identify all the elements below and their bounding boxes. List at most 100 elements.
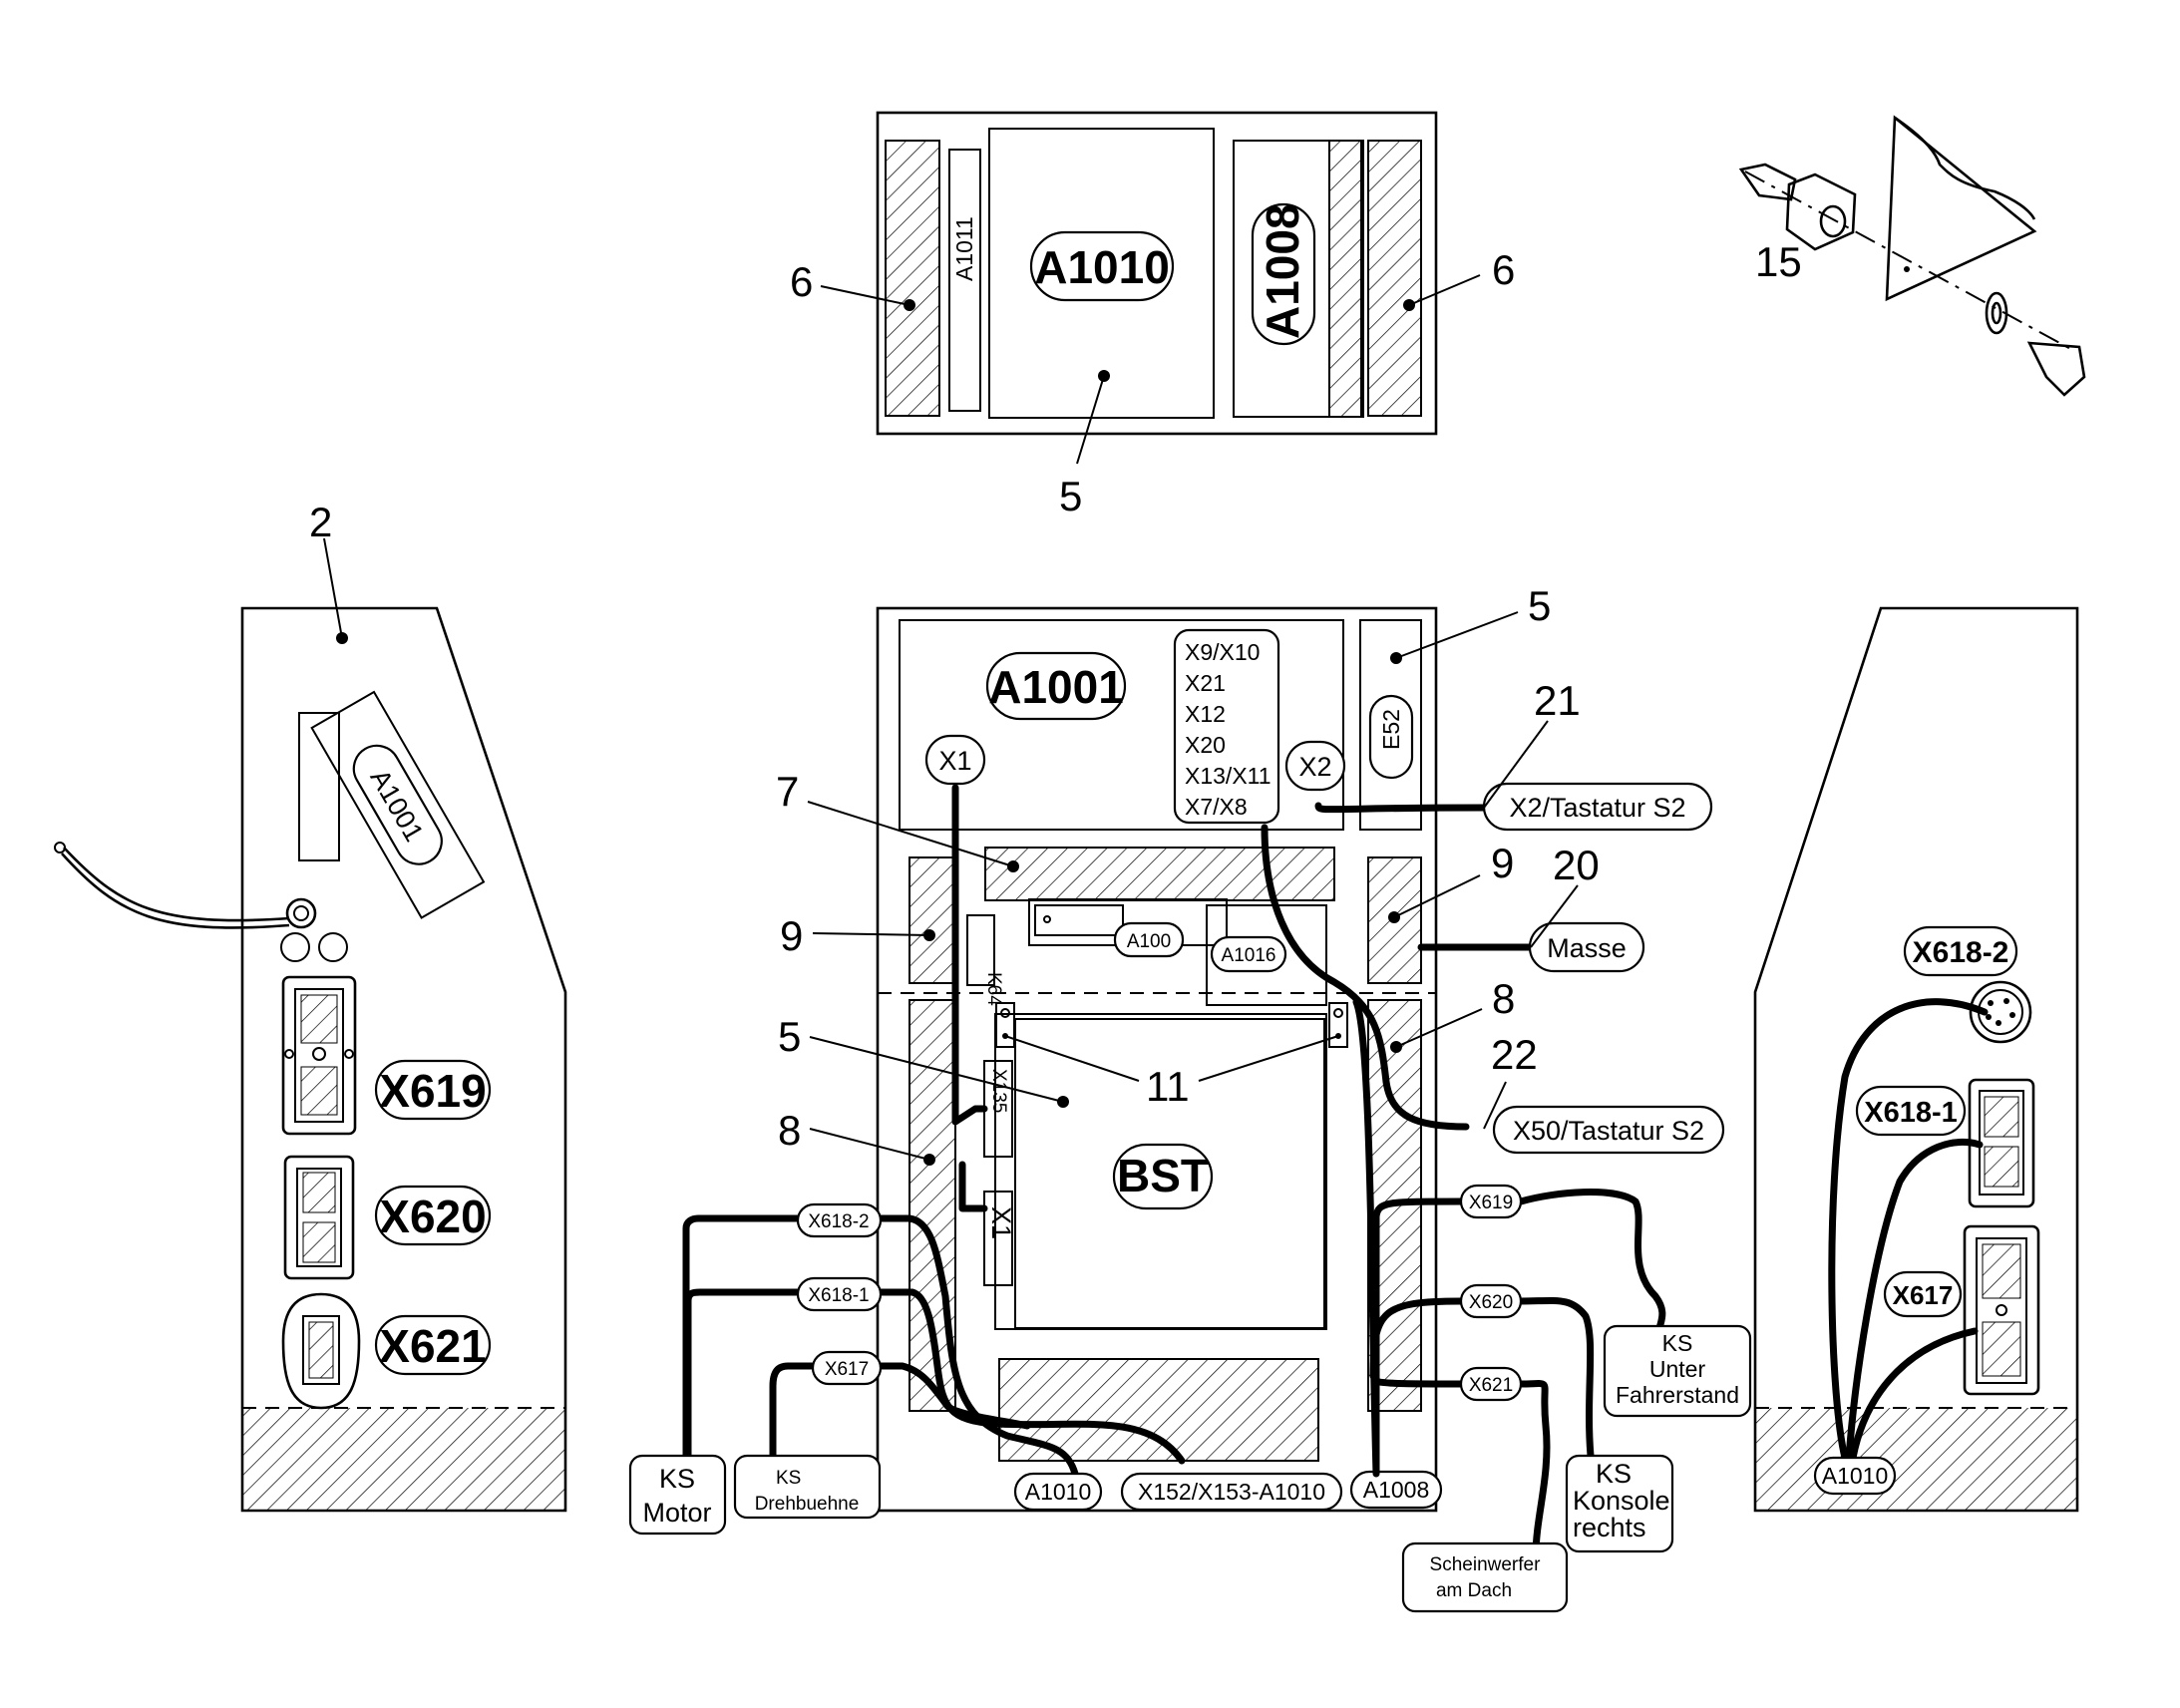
ks-unter-line1: KS (1662, 1330, 1693, 1356)
x2-label: X2 (1298, 752, 1331, 782)
right-a1010-label: A1010 (1822, 1463, 1889, 1489)
x135-label: X135 (988, 1069, 1009, 1113)
right-panel-hatch (1755, 1408, 2077, 1511)
x618-2-left-label: X618-2 (808, 1211, 869, 1232)
top-panel-frame (876, 111, 1438, 436)
item-8-right: 8 (1492, 975, 1515, 1022)
hatch-bottom (998, 1358, 1319, 1462)
masse-label: Masse (1547, 933, 1627, 963)
x1-side-label: X1 (986, 1206, 1016, 1239)
right-x617-label: X617 (1893, 1280, 1954, 1310)
bst-label: BST (1117, 1150, 1209, 1201)
x621-center-label: X621 (1469, 1375, 1513, 1396)
a100-label: A100 (1127, 931, 1171, 952)
item-22: 22 (1491, 1031, 1538, 1078)
ks-unter-line2: Unter (1649, 1356, 1706, 1382)
x152-x153-label: X152/X153-A1010 (1138, 1479, 1325, 1505)
x2-tastatur-label: X2/Tastatur S2 (1509, 793, 1685, 823)
top-panel-hatch-right (1367, 140, 1422, 417)
a1011-label: A1011 (951, 216, 977, 281)
item-21: 21 (1534, 677, 1581, 724)
conn-x7-x8: X7/X8 (1185, 794, 1248, 820)
item-7: 7 (776, 768, 799, 815)
scheinwerfer-line2: am Dach (1436, 1580, 1512, 1601)
scheinwerfer-line1: Scheinwerfer (1430, 1554, 1542, 1575)
x618-1-left-label: X618-1 (808, 1285, 869, 1306)
item-15: 15 (1755, 238, 1802, 285)
connector-list-box (1173, 628, 1280, 825)
ks-drehbuehne-line1: KS (776, 1468, 801, 1489)
center-panel: A1001 X9/X10 X21 X12 X20 X13/X11 X7/X8 X… (628, 582, 1752, 1613)
left-x620-label: X620 (379, 1191, 486, 1242)
item-9-right: 9 (1491, 840, 1514, 886)
ks-konsole-line2: Konsole (1573, 1486, 1670, 1516)
item-6-left: 6 (790, 258, 813, 305)
x617-left-label: X617 (825, 1359, 869, 1380)
item-5-right: 5 (1528, 582, 1551, 629)
a1016-label: A1016 (1222, 945, 1276, 966)
right-x618-2-label: X618-2 (1913, 936, 2009, 969)
conn-x21: X21 (1185, 670, 1226, 696)
ks-konsole-line1: KS (1596, 1459, 1632, 1489)
top-panel: A1011 A1010 A1008 6 6 5 (790, 111, 1515, 519)
a1008-module (1233, 140, 1364, 418)
right-panel: X618-2 X618-1 X617 A1010 (1753, 606, 2079, 1513)
item-8-left: 8 (778, 1107, 801, 1154)
a1010-pill (1029, 230, 1175, 302)
hatch-item-7 (984, 847, 1335, 901)
a1016-module (1206, 904, 1327, 1006)
item-5-left: 5 (778, 1013, 801, 1060)
ks-motor-box (628, 1454, 727, 1536)
center-a1001-label: A1001 (988, 661, 1124, 713)
item-11: 11 (1146, 1063, 1190, 1110)
conn-x9-x10: X9/X10 (1185, 639, 1260, 665)
ks-konsole-line3: rechts (1573, 1513, 1646, 1542)
a1010-label: A1010 (1034, 241, 1170, 293)
a1008-hatch (1328, 140, 1362, 418)
a1001-board (899, 619, 1344, 831)
left-x619-label: X619 (379, 1065, 486, 1117)
x620-center-label: X620 (1469, 1292, 1513, 1313)
x1-side-module (983, 1191, 1013, 1286)
ks-drehbuehne-line2: Drehbuehne (755, 1494, 860, 1515)
ks-motor-line1: KS (659, 1464, 695, 1494)
a1001-sticker (310, 690, 486, 919)
a1010-module (988, 128, 1215, 419)
ks-unter-fahrerstand-box (1603, 1324, 1752, 1418)
conn-x20: X20 (1185, 732, 1226, 758)
a1008-bottom-label: A1008 (1363, 1477, 1430, 1503)
ks-drehbuehne-box (733, 1454, 882, 1520)
item-6-right: 6 (1492, 246, 1515, 293)
x1-top-label: X1 (938, 746, 971, 776)
k64-module (966, 914, 995, 986)
bst-board (1014, 1018, 1325, 1329)
left-x621-label: X621 (379, 1320, 486, 1372)
scheinwerfer-box (1401, 1541, 1569, 1613)
ks-unter-line3: Fahrerstand (1616, 1382, 1739, 1408)
item-20: 20 (1553, 842, 1600, 888)
e52-module (1359, 619, 1422, 831)
conn-x12: X12 (1185, 701, 1226, 727)
a1010-bottom-label: A1010 (1025, 1479, 1092, 1505)
a1011-module (948, 149, 981, 412)
ks-motor-line2: Motor (642, 1498, 711, 1528)
x619-center-label: X619 (1469, 1193, 1513, 1213)
x50-tastatur-label: X50/Tastatur S2 (1513, 1116, 1704, 1146)
a1008-pill (1251, 202, 1316, 346)
item-9-left: 9 (780, 912, 803, 959)
hatch-item-9-left (908, 856, 956, 984)
screw-detail: 15 (1738, 115, 2086, 397)
a1008-label: A1008 (1257, 203, 1308, 339)
top-panel-hatch-left (885, 140, 940, 417)
right-x618-1-label: X618-1 (1864, 1097, 1958, 1129)
left-panel-hatch (242, 1408, 565, 1511)
left-panel: A1001 2 X619 X620 X621 (54, 499, 567, 1513)
ks-konsole-box (1565, 1454, 1674, 1553)
item-2: 2 (309, 499, 332, 545)
conn-x13-x11: X13/X11 (1185, 763, 1272, 789)
e52-label: E52 (1378, 709, 1404, 750)
k64-label: K64 (983, 972, 1004, 1006)
left-slot (298, 712, 340, 861)
item-5-top: 5 (1059, 473, 1082, 519)
